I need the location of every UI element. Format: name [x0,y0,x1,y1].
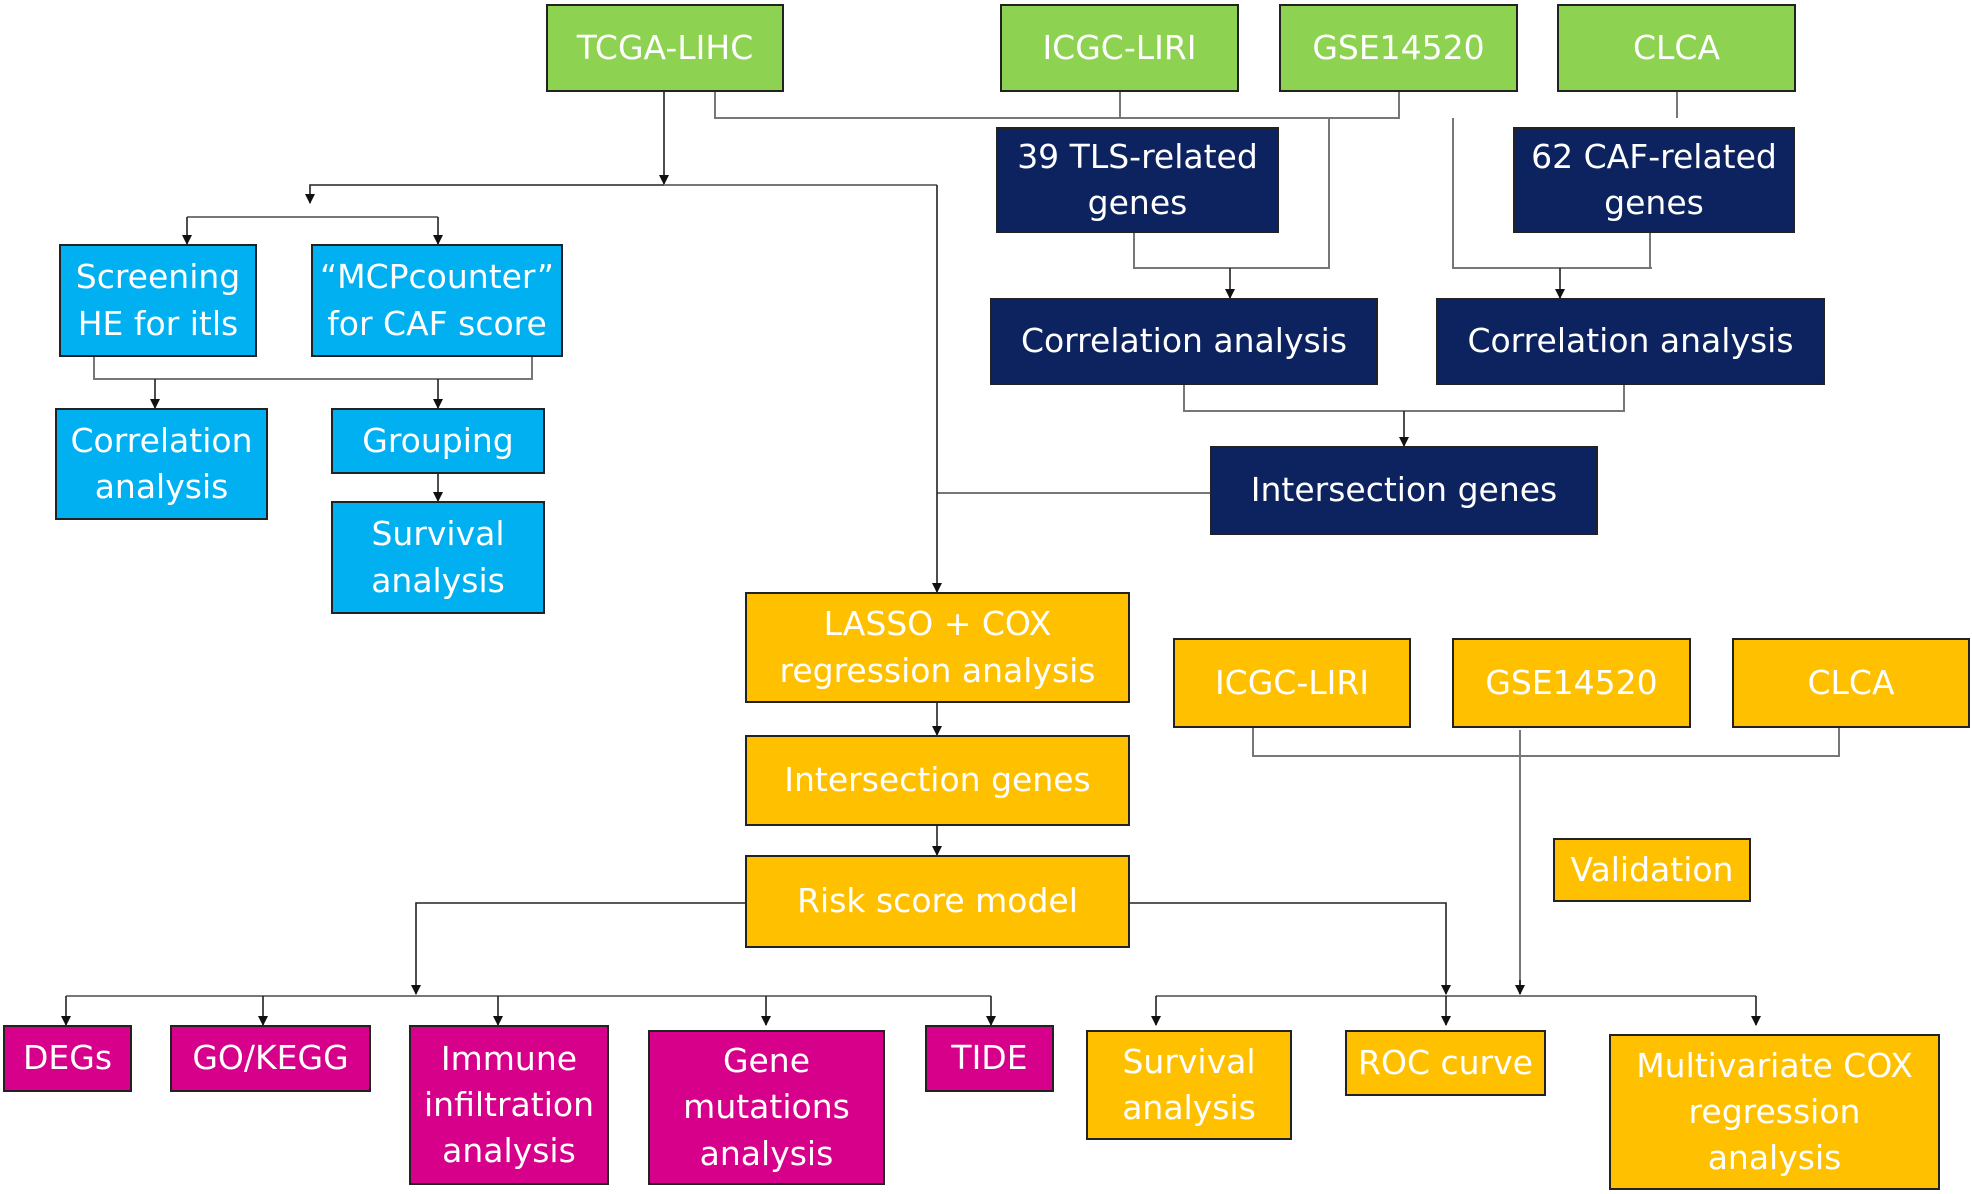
box-roc-curve: ROC curve [1345,1030,1546,1096]
box-gse14520-top: GSE14520 [1279,4,1518,92]
connector-datasets-bus [714,92,1400,119]
box-degs: DEGs [3,1025,132,1092]
box-tcga-lihc: TCGA-LIHC [546,4,784,92]
box-icgc-liri-top: ICGC-LIRI [1000,4,1239,92]
box-correlation-caf: Correlation analysis [1436,298,1825,385]
box-tls-related-genes: 39 TLS-related genes [996,127,1279,233]
box-intersection-genes-mid: Intersection genes [745,735,1130,826]
box-correlation-tls: Correlation analysis [990,298,1378,385]
box-survival-left: Survival analysis [331,501,545,614]
box-icgc-liri-val: ICGC-LIRI [1173,638,1411,728]
box-caf-related-genes: 62 CAF-related genes [1513,127,1795,233]
box-clca-val: CLCA [1732,638,1970,728]
box-mcpcounter: “MCPcounter” for CAF score [311,244,563,357]
connector-corr-merge [1183,385,1625,412]
connector-risk-right [1130,902,1451,995]
box-clca-top: CLCA [1557,4,1796,92]
connector-val-bus [1252,728,1840,757]
box-lasso-cox: LASSO + COX regression analysis [745,592,1130,703]
box-intersection-genes-top: Intersection genes [1210,446,1598,535]
connector-bus-to-corr-caf [1452,118,1652,269]
box-go-kegg: GO/KEGG [170,1025,371,1092]
box-multivariate-cox: Multivariate COX regression analysis [1609,1034,1940,1190]
box-gse14520-val: GSE14520 [1452,638,1691,728]
connector-bus-to-corr-tls [1230,118,1330,269]
box-gene-mutations: Gene mutations analysis [648,1030,885,1185]
box-survival-right: Survival analysis [1086,1030,1292,1140]
box-risk-score-model: Risk score model [745,855,1130,948]
connector-tls-to-corr [1133,233,1230,269]
box-grouping: Grouping [331,408,545,474]
box-screening-he: Screening HE for itls [59,244,257,357]
box-tide: TIDE [925,1025,1054,1092]
connector-left-merge [93,357,533,380]
box-immune-infiltration: Immune infiltration analysis [409,1025,609,1185]
connector-left-branch [305,184,664,204]
box-correlation-left: Correlation analysis [55,408,268,520]
connector-risk-left [411,902,745,995]
box-validation: Validation [1553,838,1751,902]
